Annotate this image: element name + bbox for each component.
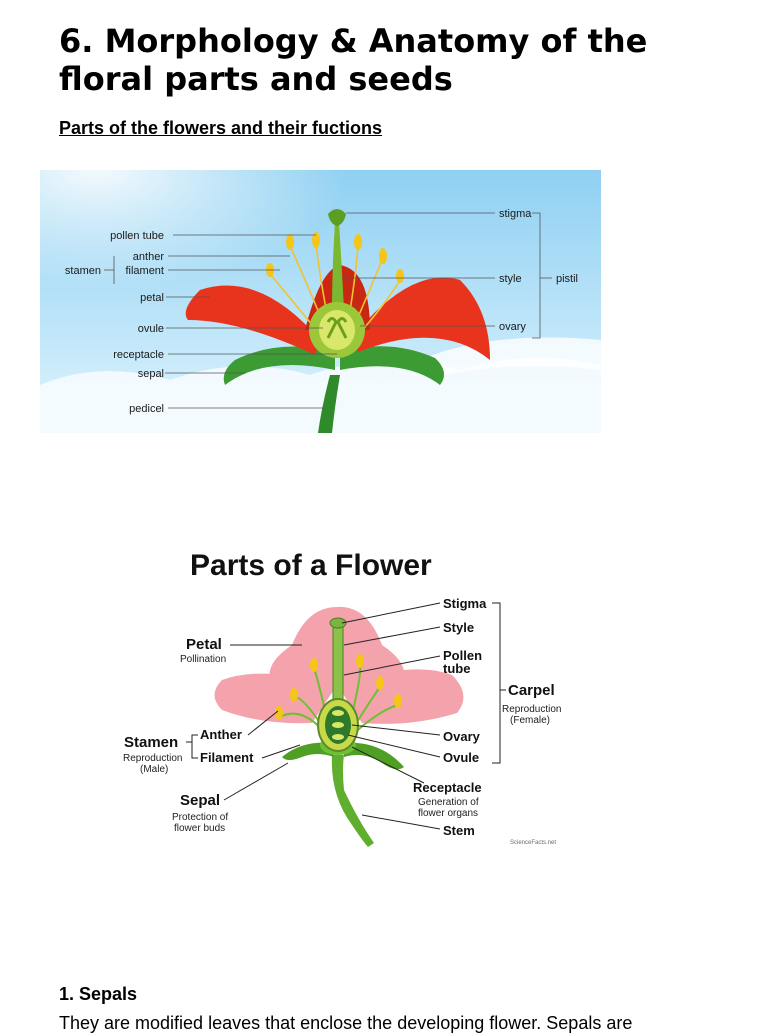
watermark-logo: ScienceFacts.net bbox=[510, 840, 556, 846]
section-subtitle: Parts of the flowers and their fuctions bbox=[59, 118, 382, 139]
page-title: 6. Morphology & Anatomy of the floral pa… bbox=[59, 22, 739, 98]
label-carpel-desc-1: Reproduction bbox=[502, 704, 561, 715]
label-carpel-desc-2: (Female) bbox=[510, 715, 550, 726]
ovules bbox=[332, 710, 344, 740]
label-style: Style bbox=[443, 620, 474, 635]
label-sepal: sepal bbox=[138, 368, 164, 380]
flower-diagram-parts: Parts of a Flower bbox=[112, 535, 582, 855]
stem-shape bbox=[332, 755, 374, 847]
ovary-inner bbox=[319, 310, 355, 350]
label-pollen-tube: pollen tube bbox=[110, 230, 164, 242]
label-carpel: Carpel bbox=[508, 682, 555, 699]
label-stem: Stem bbox=[443, 823, 475, 838]
carpel-style bbox=[333, 623, 343, 700]
label-sepal: Sepal bbox=[180, 792, 220, 809]
label-receptacle-desc-1: Generation of bbox=[418, 797, 479, 808]
label-anther: Anther bbox=[200, 727, 242, 742]
label-receptacle: receptacle bbox=[113, 349, 164, 361]
label-pollen-tube-2: tube bbox=[443, 661, 470, 676]
label-ovule: Ovule bbox=[443, 750, 479, 765]
label-receptacle-desc-2: flower organs bbox=[418, 808, 478, 819]
label-stigma: Stigma bbox=[443, 596, 487, 611]
label-petal-desc: Pollination bbox=[180, 654, 226, 665]
label-anther: anther bbox=[133, 251, 165, 263]
label-pistil: pistil bbox=[556, 273, 578, 285]
label-filament: Filament bbox=[200, 750, 254, 765]
label-stamen: Stamen bbox=[124, 734, 178, 751]
flower-diagram-lily: pollen tube anther stamen filament petal… bbox=[40, 170, 601, 433]
label-ovary: ovary bbox=[499, 321, 526, 333]
label-sepal-desc-2: flower buds bbox=[174, 823, 225, 834]
label-ovule: ovule bbox=[138, 323, 164, 335]
label-filament: filament bbox=[125, 265, 164, 277]
label-petal: petal bbox=[140, 292, 164, 304]
label-stamen-desc-1: Reproduction bbox=[123, 753, 182, 764]
label-stamen: stamen bbox=[65, 265, 101, 277]
figure-title: Parts of a Flower bbox=[190, 549, 432, 582]
label-ovary: Ovary bbox=[443, 729, 481, 744]
label-stigma: stigma bbox=[499, 208, 532, 220]
label-pedicel: pedicel bbox=[129, 403, 164, 415]
label-receptacle: Receptacle bbox=[413, 780, 482, 795]
label-petal: Petal bbox=[186, 636, 222, 653]
label-sepal-desc-1: Protection of bbox=[172, 812, 228, 823]
section-heading-sepals: 1. Sepals bbox=[59, 984, 137, 1005]
label-style: style bbox=[499, 273, 522, 285]
label-stamen-desc-2: (Male) bbox=[140, 764, 168, 775]
